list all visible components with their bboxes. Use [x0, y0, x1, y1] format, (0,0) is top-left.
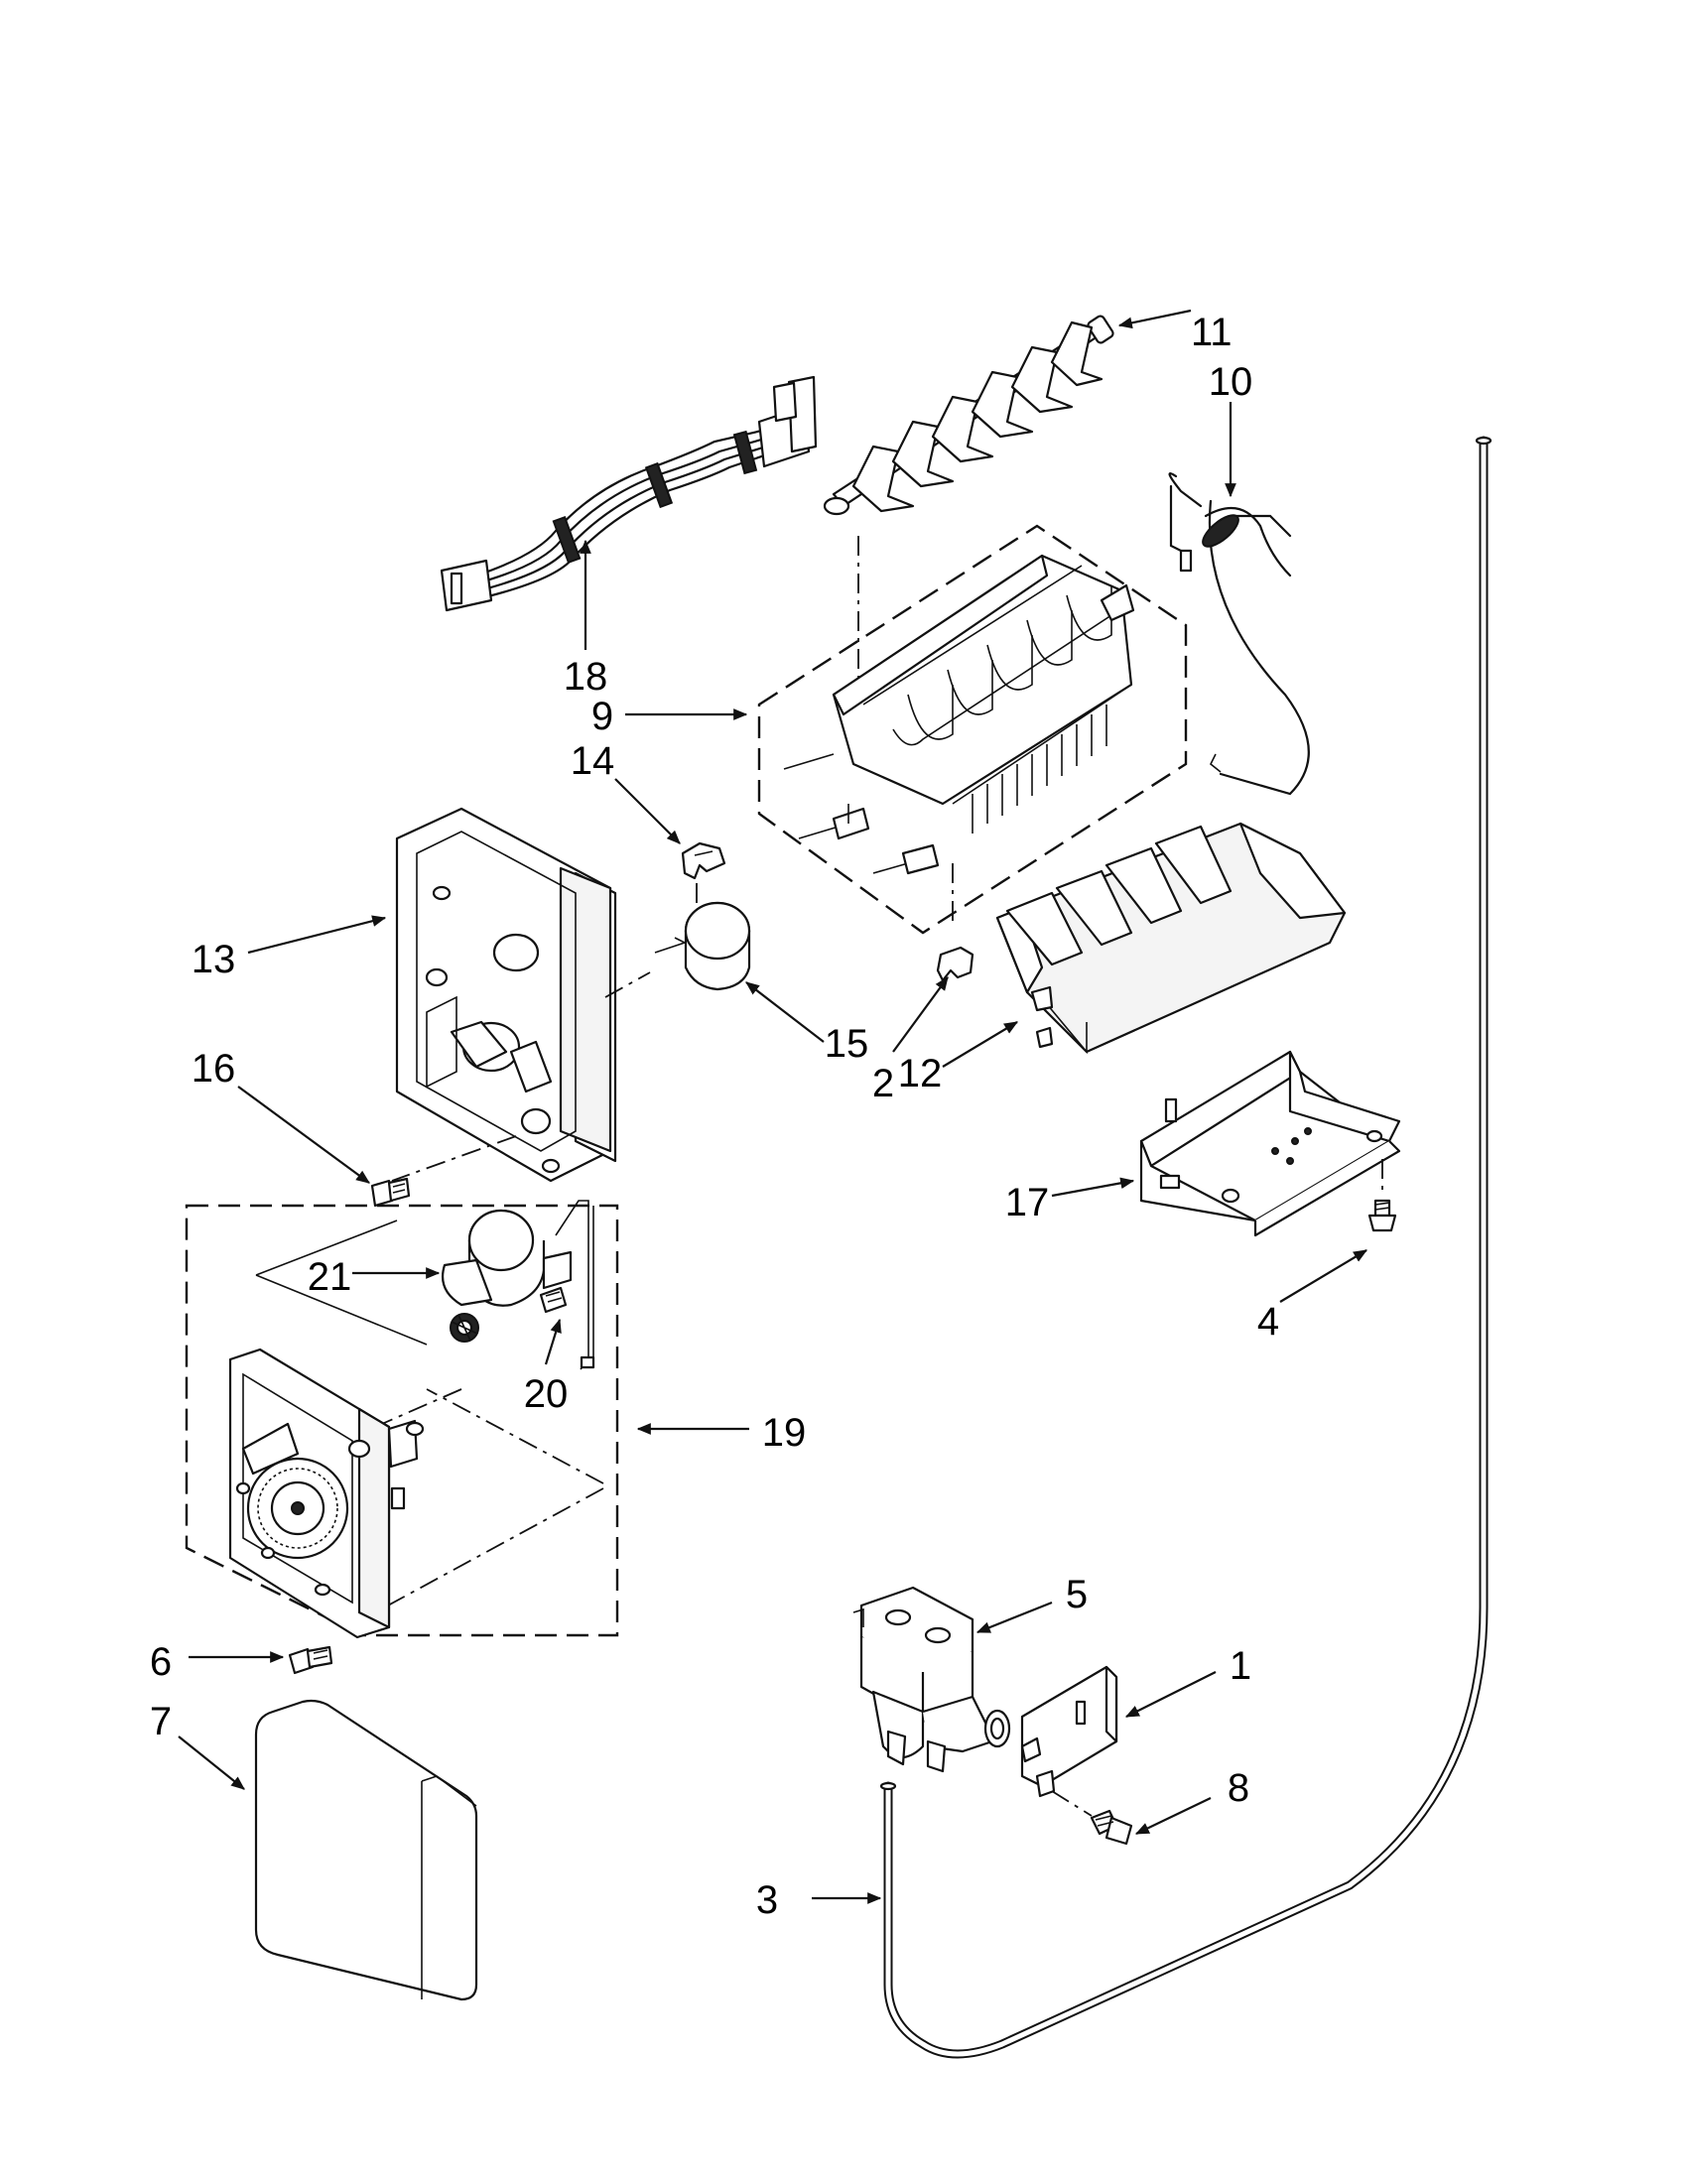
part-6-screw — [288, 1645, 333, 1675]
part-18-wire-harness — [440, 375, 818, 612]
part-7-cover — [254, 1699, 478, 2001]
callout-labels: 11 10 18 9 14 13 15 2 12 16 17 4 21 20 1… — [150, 311, 1279, 1922]
callout-13: 13 — [192, 938, 236, 981]
callout-12: 12 — [898, 1052, 943, 1095]
part-8-screw — [1090, 1809, 1133, 1846]
callout-7: 7 — [150, 1700, 172, 1743]
callout-15: 15 — [825, 1022, 869, 1066]
stripper-fingers — [1005, 825, 1233, 966]
callout-4: 4 — [1257, 1300, 1279, 1344]
callout-17: 17 — [1005, 1181, 1050, 1224]
mold-cavities — [907, 585, 1112, 740]
part-19-module — [185, 1200, 619, 1639]
part-14-clip — [681, 841, 726, 913]
callout-20: 20 — [524, 1372, 569, 1416]
callout-9: 9 — [591, 695, 613, 738]
callout-3: 3 — [756, 1878, 778, 1922]
part-5-water-valve — [852, 1586, 1011, 1773]
part-12-stripper — [995, 822, 1347, 1055]
part-16-screw — [370, 1177, 411, 1208]
part-17-bracket — [1139, 1050, 1401, 1237]
part-9-ice-mold — [757, 524, 1188, 935]
mold-heater-fins — [952, 684, 1132, 834]
callout-21: 21 — [308, 1255, 352, 1299]
callout-2: 2 — [872, 1062, 894, 1105]
callout-5: 5 — [1066, 1573, 1088, 1616]
callout-8: 8 — [1228, 1766, 1249, 1810]
callout-18: 18 — [564, 655, 608, 699]
part-2-clip — [936, 946, 974, 982]
part-1-bracket — [1020, 1665, 1118, 1817]
part-11-ejector — [823, 315, 1114, 754]
part-15-cap — [654, 901, 751, 991]
callout-1: 1 — [1230, 1644, 1251, 1688]
ejector-blades — [851, 321, 1104, 513]
part-13-control-housing — [391, 807, 651, 1183]
callout-19: 19 — [762, 1411, 807, 1455]
leader-lines — [178, 309, 1368, 1904]
callout-16: 16 — [192, 1047, 236, 1091]
callout-11: 11 — [1191, 311, 1233, 354]
part-4-screw — [1367, 1159, 1397, 1232]
callout-10: 10 — [1209, 360, 1253, 404]
callout-14: 14 — [571, 739, 615, 783]
callout-6: 6 — [150, 1640, 172, 1684]
mold-pins — [783, 753, 940, 875]
part-10-thermostat — [1168, 472, 1310, 796]
